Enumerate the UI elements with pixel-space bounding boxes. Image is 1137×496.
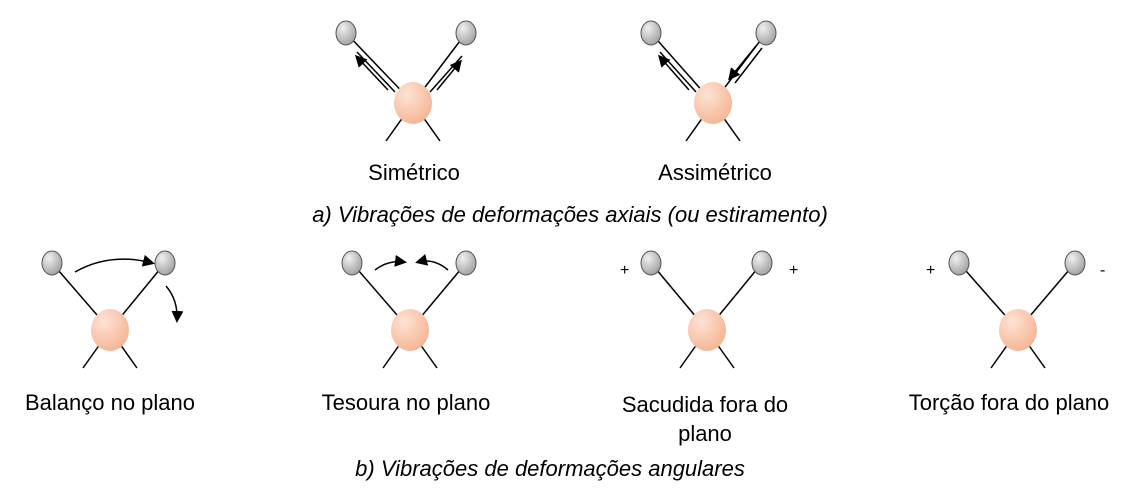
- symmetric-label: Simétrico: [368, 160, 460, 185]
- twisting-sign-left: +: [926, 262, 936, 279]
- scissoring-arrow-left: [374, 254, 407, 271]
- axial-caption: a) Vibrações de deformações axiais (ou e…: [312, 202, 828, 227]
- scissoring-center-atom: [391, 309, 429, 351]
- asymmetric-arrow-right-shaft: [734, 47, 763, 84]
- rocking-center-atom: [91, 309, 129, 351]
- wagging-center-atom: [688, 309, 726, 351]
- twisting-outer-atom-right: [1064, 250, 1086, 276]
- twisting-center-atom: [999, 309, 1037, 351]
- asymmetric-outer-atom-left: [640, 20, 662, 46]
- wagging-outer-atom-right: [751, 250, 773, 276]
- scissoring-arrow-right: [415, 253, 449, 271]
- wagging-label: Sacudida fora do plano: [590, 390, 820, 448]
- asymmetric-center-atom: [694, 82, 732, 124]
- rocking-label: Balanço no plano: [24, 390, 196, 415]
- wagging-sign-left: +: [620, 262, 630, 279]
- rocking-outer-atom-right: [154, 250, 176, 276]
- symmetric-arrow-right: [436, 59, 462, 91]
- angular-caption: b) Vibrações de deformações angulares: [355, 456, 745, 481]
- wagging-sign-right: +: [789, 262, 799, 279]
- wagging-label-line1: Sacudida fora do: [621, 392, 789, 417]
- asymmetric-arrow-left: [658, 54, 690, 91]
- asymmetric-arrow-left-shaft: [659, 51, 697, 93]
- asymmetric-arrow-right: [728, 45, 757, 81]
- symmetric-arrow-left-shaft: [356, 51, 396, 93]
- twisting-label: Torção fora do plano: [908, 390, 1110, 415]
- rocking-arrow-top: [74, 254, 155, 273]
- asymmetric-outer-atom-right: [755, 20, 777, 46]
- symmetric-outer-atom-right: [455, 20, 477, 46]
- wagging-label-line2: plano: [678, 421, 732, 446]
- twisting-sign-right: -: [1100, 262, 1106, 279]
- asymmetric-label: Assimétrico: [658, 160, 772, 185]
- wagging-outer-atom-left: [640, 250, 662, 276]
- symmetric-center-atom: [394, 82, 432, 124]
- symmetric-outer-atom-left: [335, 20, 357, 46]
- scissoring-label: Tesoura no plano: [321, 390, 491, 415]
- twisting-outer-atom-left: [948, 250, 970, 276]
- scissoring-outer-atom-left: [341, 250, 363, 276]
- rocking-outer-atom-left: [41, 250, 63, 276]
- symmetric-arrow-left: [354, 54, 389, 91]
- scissoring-outer-atom-right: [455, 250, 477, 276]
- rocking-arrow-right: [165, 285, 184, 323]
